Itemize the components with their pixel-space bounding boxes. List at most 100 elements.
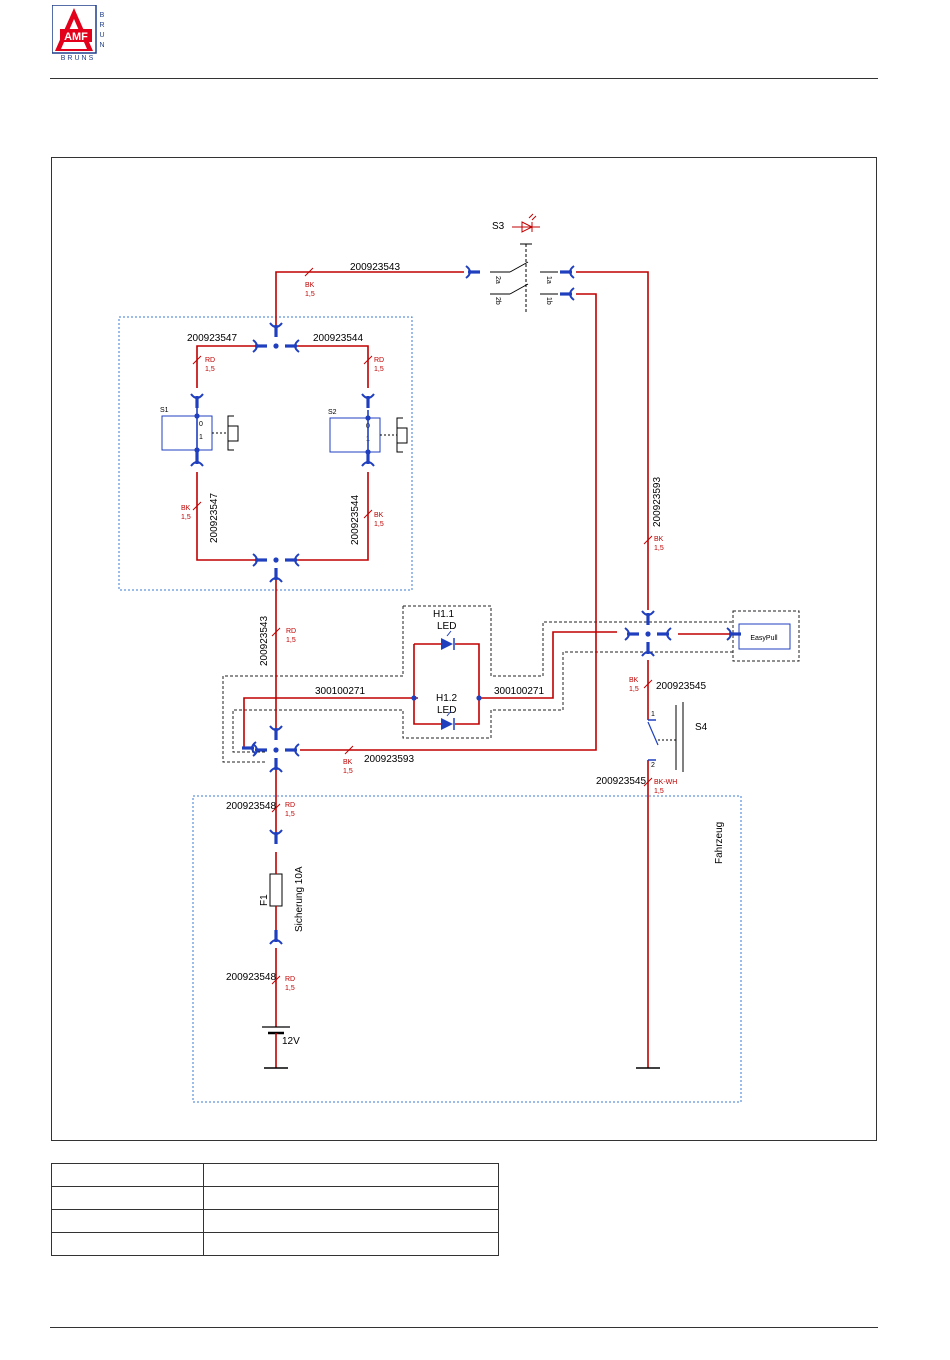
svg-text:200923543: 200923543 — [259, 616, 270, 666]
fuse-label: Sicherung 10A — [294, 866, 305, 932]
svg-text:BK: BK — [654, 536, 664, 543]
led-right-node — [476, 695, 482, 701]
svg-text:300100271: 300100271 — [315, 686, 365, 697]
svg-text:200923593: 200923593 — [364, 754, 414, 765]
svg-text:300100271: 300100271 — [494, 686, 544, 697]
svg-text:BRUNS: BRUNS — [61, 55, 96, 61]
svg-text:200923593: 200923593 — [652, 477, 663, 527]
svg-text:N: N — [99, 42, 104, 49]
junctions — [252, 322, 672, 773]
s2-label: S2 — [328, 409, 337, 416]
legend-table — [51, 1163, 499, 1256]
s3-pin-2a: 2a — [494, 276, 501, 284]
svg-text:B: B — [100, 12, 105, 19]
s4-pin-1: 1 — [651, 711, 655, 718]
svg-text:200923544: 200923544 — [350, 495, 361, 545]
h12-label: H1.2 — [436, 693, 458, 704]
svg-text:200923548: 200923548 — [226, 972, 276, 983]
svg-text:200923548: 200923548 — [226, 801, 276, 812]
svg-text:1,5: 1,5 — [286, 637, 296, 644]
svg-text:1,5: 1,5 — [305, 291, 315, 298]
s4-label: S4 — [695, 722, 708, 733]
s3-pin-2b: 2b — [494, 297, 501, 305]
svg-text:BK: BK — [181, 505, 191, 512]
svg-text:200923545: 200923545 — [596, 776, 646, 787]
switch-s4: 1 2 S4 — [647, 702, 708, 772]
s1-label: S1 — [160, 407, 169, 414]
svg-text:1,5: 1,5 — [654, 545, 664, 552]
svg-text:BK-WH: BK-WH — [654, 779, 677, 786]
svg-text:200923545: 200923545 — [656, 681, 706, 692]
s1-pos-1: 1 — [199, 434, 203, 441]
wire-labels: 200923543 BK 1,5 200923547 RD 1,5 200923… — [181, 262, 706, 992]
svg-text:1,5: 1,5 — [654, 788, 664, 795]
switch-s3: S3 2a 2b 1a 1b — [465, 213, 575, 312]
svg-text:BK: BK — [374, 512, 384, 519]
led-h11: H1.1 LED — [433, 609, 456, 650]
led-h12: H1.2 LED — [436, 693, 458, 730]
svg-text:1,5: 1,5 — [374, 366, 384, 373]
s4-pin-2: 2 — [651, 762, 655, 769]
h11-label: H1.1 — [433, 609, 455, 620]
table-row — [51, 1186, 499, 1210]
svg-text:RD: RD — [286, 628, 296, 635]
table-cell — [203, 1186, 499, 1210]
s3-pin-1a: 1a — [545, 276, 552, 284]
h12-led-label: LED — [437, 705, 456, 716]
svg-text:1,5: 1,5 — [285, 811, 295, 818]
fuse-f1: F1 Sicherung 10A — [259, 829, 305, 945]
svg-text:BK: BK — [343, 759, 353, 766]
svg-text:RD: RD — [285, 802, 295, 809]
switch-zone — [118, 316, 413, 591]
easypull-label: EasyPull — [750, 635, 778, 642]
svg-text:1,5: 1,5 — [374, 521, 384, 528]
table-cell — [203, 1163, 499, 1187]
table-cell — [51, 1232, 204, 1256]
switch-s1: S1 0 1 — [160, 393, 239, 467]
svg-text:RD: RD — [285, 976, 295, 983]
svg-text:1,5: 1,5 — [285, 985, 295, 992]
s3-label: S3 — [492, 221, 505, 232]
svg-text:BK: BK — [629, 677, 639, 684]
table-cell — [51, 1163, 204, 1187]
header-rule — [50, 78, 878, 79]
svg-text:200923544: 200923544 — [313, 333, 363, 344]
svg-text:RD: RD — [205, 357, 215, 364]
vehicle-zone — [192, 795, 742, 1103]
svg-text:U: U — [99, 32, 104, 39]
zone-fahrzeug-label: Fahrzeug — [714, 822, 725, 864]
h11-led-label: LED — [437, 621, 456, 632]
svg-text:BK: BK — [305, 282, 315, 289]
table-row — [51, 1163, 499, 1187]
table-cell — [203, 1209, 499, 1233]
svg-text:1,5: 1,5 — [343, 768, 353, 775]
battery-12v: 12V — [262, 1026, 300, 1069]
table-cell — [203, 1232, 499, 1256]
battery-label: 12V — [282, 1036, 300, 1047]
footer-rule — [50, 1327, 878, 1328]
svg-text:200923543: 200923543 — [350, 262, 400, 273]
led-left-node — [411, 695, 417, 701]
led-cable-box — [222, 605, 800, 763]
amf-bruns-logo: AMF B R U N BRUNS — [52, 5, 105, 61]
svg-text:1,5: 1,5 — [205, 366, 215, 373]
svg-text:1,5: 1,5 — [181, 514, 191, 521]
s1-pos-0: 0 — [199, 421, 203, 428]
svg-text:1,5: 1,5 — [629, 686, 639, 693]
wiring — [196, 271, 733, 1068]
switch-s2: S2 0 1 — [328, 393, 408, 467]
easypull-device: EasyPull — [726, 623, 791, 650]
table-row — [51, 1209, 499, 1233]
table-row — [51, 1232, 499, 1256]
svg-text:200923547: 200923547 — [209, 493, 220, 543]
svg-text:AMF: AMF — [64, 31, 88, 43]
f1-label: F1 — [259, 894, 270, 906]
svg-text:200923547: 200923547 — [187, 333, 237, 344]
table-cell — [51, 1186, 204, 1210]
diagram-frame — [51, 157, 877, 1141]
svg-text:RD: RD — [374, 357, 384, 364]
s3-pin-1b: 1b — [545, 297, 552, 305]
table-cell — [51, 1209, 204, 1233]
svg-text:R: R — [99, 22, 104, 29]
